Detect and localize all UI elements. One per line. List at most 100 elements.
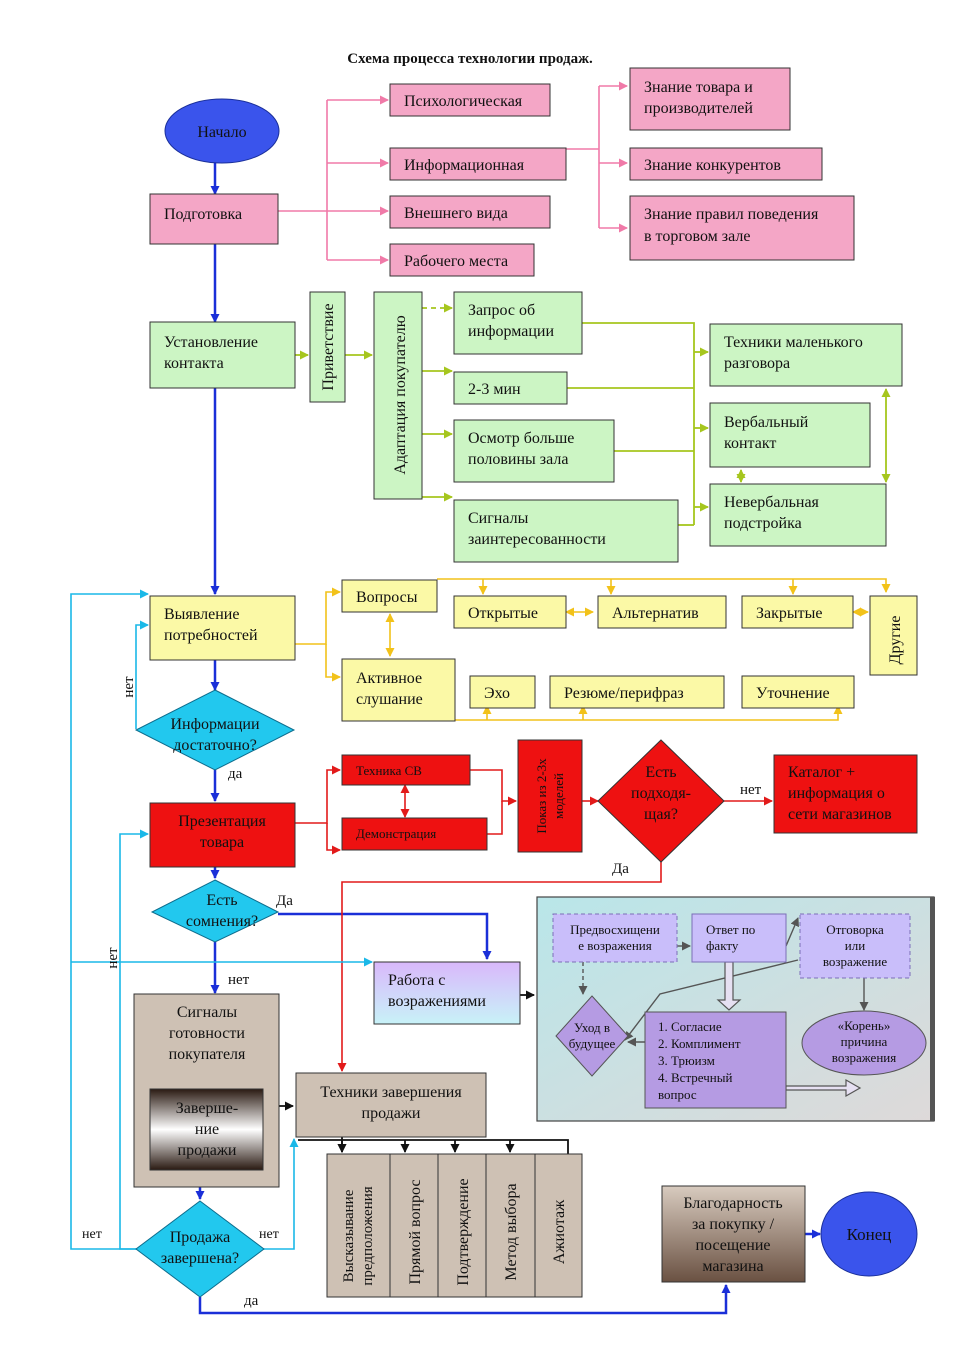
objections-panel: Предвосхищени е возражения Ответ по факт… [536, 896, 935, 1122]
prep-psychological-label: Психологическая [404, 93, 523, 110]
other-questions-node: Другие [869, 595, 918, 676]
echo-node: Эхо [469, 675, 536, 709]
preparation-label: Подготовка [164, 206, 242, 223]
closing-label-1: Техники завершения [320, 1084, 462, 1101]
know-rules-label-1: Знание правил поведения [644, 206, 819, 223]
root-label-1: «Корень» [838, 1018, 891, 1033]
catalog-label-2: информация о [788, 785, 885, 802]
done-label-1: Продажа [170, 1229, 231, 1246]
start-node: Начало [164, 98, 280, 164]
root-label-2: причина [841, 1034, 888, 1049]
contact-lines [295, 303, 891, 526]
enough-no-label: нет [121, 676, 137, 698]
method-label-1: 1. Согласие [658, 1019, 722, 1034]
know-competitors-label: Знание конкурентов [644, 157, 781, 174]
col-offer-label-1: Высказывание [341, 1189, 357, 1282]
presentation-lines [295, 765, 773, 1072]
know-rules-label-2: в торговом зале [644, 228, 750, 245]
readiness-signals-node: Сигналы готовности покупателя Заверше- н… [133, 993, 280, 1188]
verbal-label-1: Вербальный [724, 414, 809, 431]
excuse-label-3: возражение [823, 954, 887, 969]
future-label-2: будущее [569, 1036, 616, 1051]
root-label-3: возражения [832, 1050, 896, 1065]
know-competitors: Знание конкурентов [629, 147, 823, 181]
prep-psychological: Психологическая [389, 83, 551, 117]
nonverbal-node: Невербальная подстройка [709, 483, 887, 547]
doubts-label-2: сомнения? [186, 913, 258, 930]
needs-label-2: потребностей [164, 627, 258, 644]
presentation-node: Презентация товара [149, 802, 296, 868]
adaptation-node: Адаптация покупателю [373, 291, 423, 500]
suitable-decision: Есть подходя- щая? [597, 739, 725, 863]
signals-label-3: покупателя [169, 1046, 246, 1063]
know-goods-label-1: Знание товара и [644, 79, 753, 96]
done-label-2: завершена? [161, 1250, 239, 1267]
prep-appearance: Внешнего вида [389, 195, 551, 229]
catalog-node: Каталог + информация о сети магазинов [773, 754, 918, 834]
tech-cb-label: Техника СВ [356, 763, 422, 778]
done-yes-label: да [244, 1293, 259, 1309]
info-request-label-1: Запрос об [468, 302, 535, 319]
greeting-label: Приветствие [320, 303, 337, 390]
verbal-label-2: контакт [724, 435, 776, 452]
tech-cb-node: Техника СВ [341, 754, 471, 786]
smalltalk-label-2: разговора [724, 355, 790, 372]
demo-label: Демонстрация [356, 826, 436, 841]
method-label-3: 3. Трюизм [658, 1053, 715, 1068]
doubts-label-1: Есть [206, 892, 237, 909]
objections-node: Работа с возражениями [373, 961, 521, 1025]
done-no-right-label: нет [259, 1227, 279, 1242]
thanks-label-2: за покупку / [692, 1216, 775, 1233]
closed-questions-node: Закрытые [741, 595, 854, 629]
needs-node: Выявление потребностей [149, 595, 296, 661]
objections-label-1: Работа с [388, 972, 445, 989]
show-models-label-1: Показ из 2-3х [534, 758, 549, 834]
hall-view-label-1: Осмотр больше [468, 430, 574, 447]
sale-done-decision: Продажа завершена? [135, 1200, 265, 1298]
questions-node: Вопросы [341, 579, 438, 613]
answer-label-1: Ответ по [706, 922, 755, 937]
alt-questions-node: Альтернатив [597, 595, 727, 629]
presentation-label-2: товара [200, 834, 244, 851]
finish-label-1: Заверше- [176, 1100, 238, 1117]
enough-info-decision: Информации достаточно? [134, 689, 296, 771]
resume-label: Резюме/перифраз [564, 685, 684, 702]
hall-view-node: Осмотр больше половины зала [453, 419, 615, 483]
col-direct-label: Прямой вопрос [407, 1179, 424, 1284]
interest-label-2: заинтересованности [468, 531, 606, 548]
open-questions-node: Открытые [453, 595, 567, 629]
excuse-label-2: или [845, 938, 865, 953]
anticipate-node: Предвосхищени е возражения [552, 913, 678, 963]
doubts-yes-label: Да [276, 893, 293, 909]
contact-label-2: контакта [164, 355, 224, 372]
show-models-label-2: моделей [551, 773, 566, 819]
suitable-label-2: подходя- [631, 785, 691, 802]
signals-label-2: готовности [169, 1025, 245, 1042]
enough-label-2: достаточно? [173, 737, 257, 754]
anticipate-label-1: Предвосхищени [570, 922, 660, 937]
objections-label-2: возражениями [388, 993, 486, 1010]
presentation-label-1: Презентация [178, 813, 266, 830]
enough-label-1: Информации [170, 716, 259, 733]
needs-lines [295, 578, 891, 721]
info-request-node: Запрос об информации [453, 291, 583, 355]
closing-label-2: продажи [362, 1105, 421, 1122]
prep-workplace-label: Рабочего места [404, 253, 508, 270]
catalog-label-1: Каталог + [788, 764, 855, 781]
method-label-4: 4. Встречный [658, 1070, 732, 1085]
know-rules: Знание правил поведения в торговом зале [629, 195, 855, 261]
finish-label-2: ние [195, 1121, 219, 1138]
future-decision: Уход в будущее [555, 995, 629, 1077]
prep-appearance-label: Внешнего вида [404, 205, 508, 222]
suitable-label-1: Есть [645, 764, 676, 781]
show-models-node: Показ из 2-3х моделей [517, 739, 583, 853]
thanks-label-1: Благодарность [683, 1195, 782, 1212]
info-request-label-2: информации [468, 323, 554, 340]
thanks-label-3: посещение [695, 1237, 770, 1254]
finish-label-3: продажи [178, 1142, 237, 1159]
closing-columns [326, 1153, 583, 1298]
page-title: Схема процесса технологии продаж. [347, 51, 593, 67]
end-label: Конец [847, 1225, 892, 1244]
know-goods: Знание товара и производителей [629, 67, 791, 131]
suitable-yes-label: Да [612, 861, 629, 877]
